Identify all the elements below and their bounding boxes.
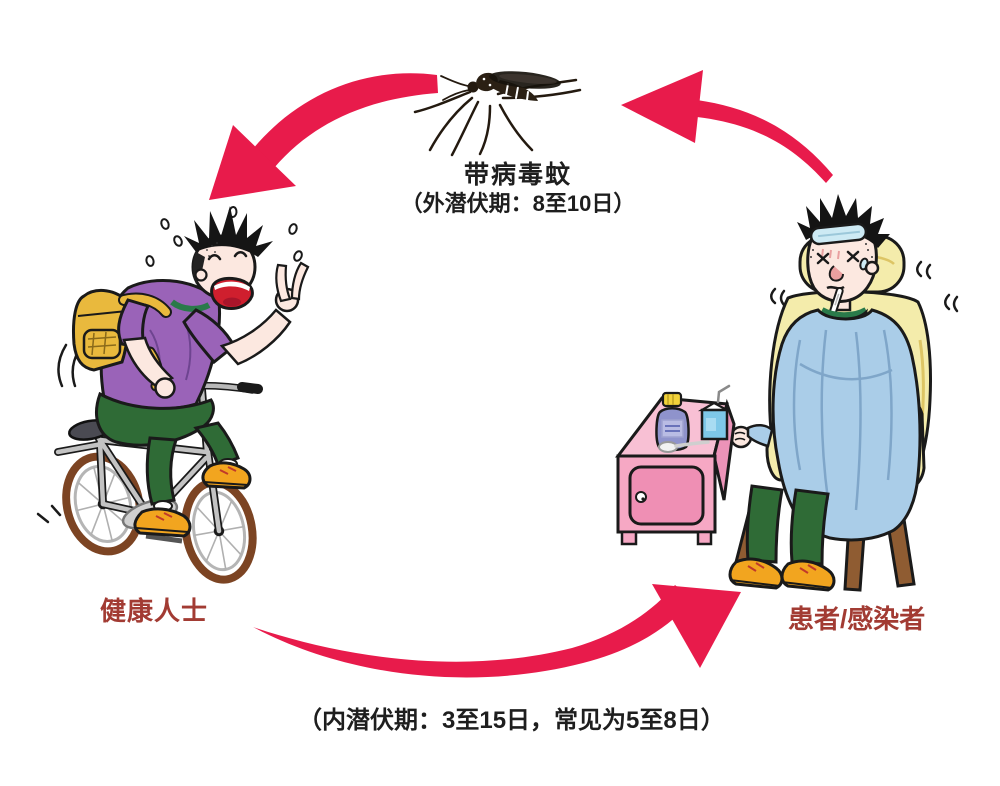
healthy-person [72,206,310,538]
sweat-drops-icon [145,206,303,267]
patient-person [728,194,922,592]
arrow-patient-to-mosquito [621,70,833,183]
bedside-cabinet-icon [614,384,736,546]
mosquito-incubation-note: （外潜伏期：8至10日） [400,191,636,216]
spoon-icon [658,440,710,453]
intrinsic-incubation-note: （内潜伏期：3至15日，常见为5至8日） [298,707,725,734]
healthy-person-label: 健康人士 [100,596,209,626]
healthy-person-on-bicycle [36,206,310,584]
trembling-marks [770,260,959,313]
milk-carton-icon [697,384,731,441]
cooling-pad-icon [809,222,868,246]
arrow-mosquito-to-healthy [209,73,438,200]
medicine-bottle-icon [655,391,690,452]
sick-person-in-armchair [614,194,959,592]
mosquito-title: 带病毒蚊 [463,161,572,189]
arrow-healthy-to-patient [253,584,741,678]
patient-label: 患者/感染者 [788,604,926,634]
mosquito-icon [413,71,582,157]
